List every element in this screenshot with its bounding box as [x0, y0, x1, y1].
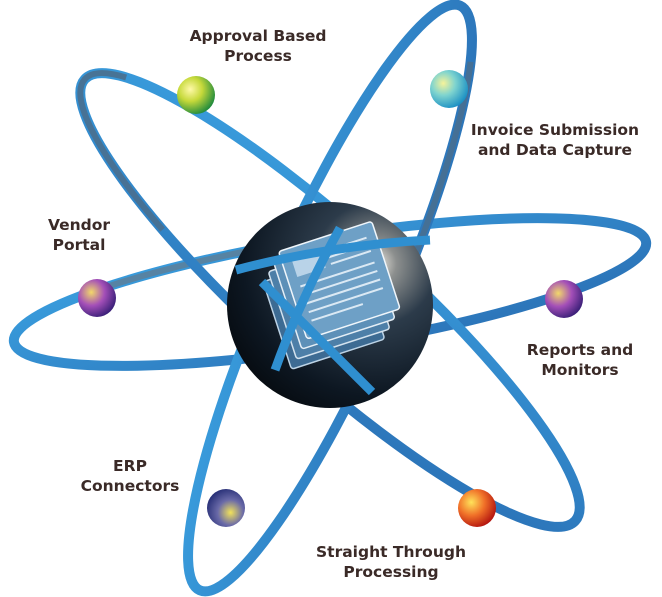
- erp-label-line-1: ERP: [113, 457, 147, 475]
- orbit-front-segment-3: [270, 225, 344, 372]
- reports-label-line-2: Monitors: [541, 361, 619, 379]
- erp-label-line-2: Connectors: [80, 477, 180, 495]
- erp-label: ERP Connectors: [70, 456, 190, 496]
- invoice-electron: [430, 70, 468, 108]
- invoice-label-line-2: and Data Capture: [477, 141, 633, 159]
- approval-label: Approval Based Process: [168, 26, 348, 66]
- stp-electron: [458, 489, 496, 527]
- orbit-diagonal-down-shade: [77, 70, 583, 530]
- vendor-electron: [78, 279, 116, 317]
- approval-electron: [177, 76, 215, 114]
- stp-label: Straight Through Processing: [296, 542, 486, 582]
- nucleus: [227, 202, 433, 408]
- reports-electron: [545, 280, 583, 318]
- reports-label: Reports and Monitors: [505, 340, 655, 380]
- invoice-label-line-1: Invoice Submission: [470, 121, 640, 139]
- stp-label-line-1: Straight Through: [316, 543, 466, 561]
- approval-label-line-1: Approval Based: [189, 27, 327, 45]
- approval-label-line-2: Process: [224, 47, 292, 65]
- vendor-label: Vendor Portal: [24, 215, 134, 255]
- invoice-label: Invoice Submission and Data Capture: [455, 120, 655, 160]
- reports-label-line-1: Reports and: [526, 341, 634, 359]
- erp-electron: [207, 489, 245, 527]
- vendor-label-line-1: Vendor: [47, 216, 111, 234]
- vendor-label-line-2: Portal: [52, 236, 106, 254]
- orbit-front-segment-2: [258, 278, 376, 396]
- stp-label-line-2: Processing: [343, 563, 439, 581]
